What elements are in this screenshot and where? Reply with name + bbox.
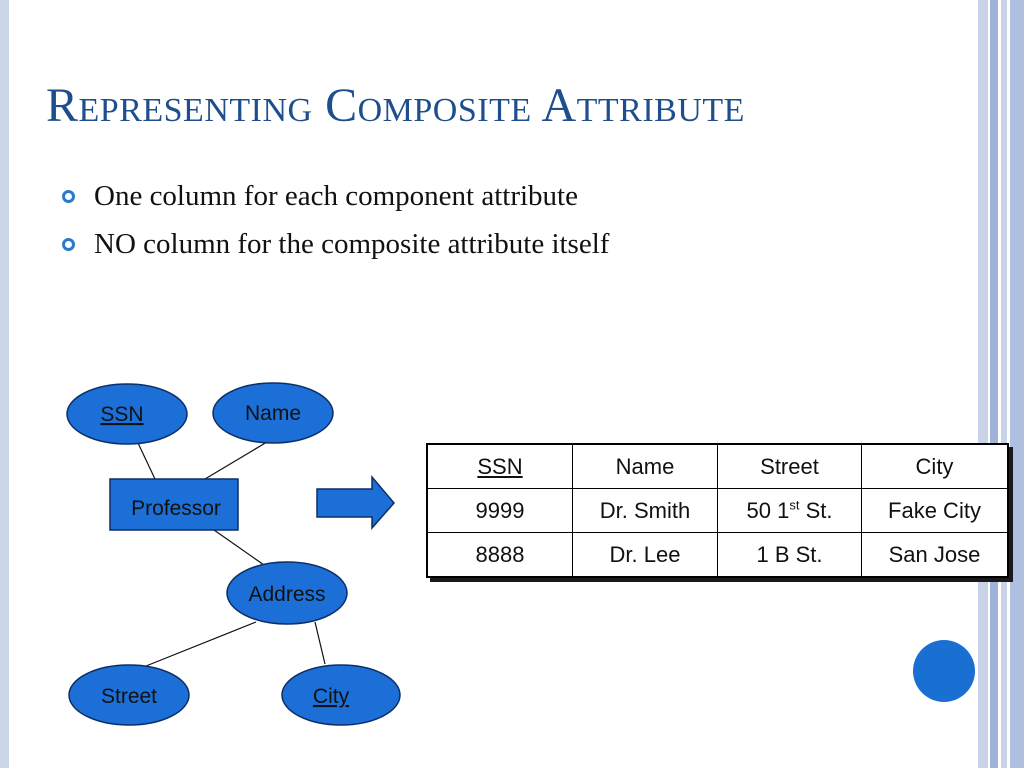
cell-name: Dr. Lee [572, 532, 718, 578]
table-header-row: SSN Name Street City [426, 443, 1009, 489]
right-decorative-band [978, 0, 988, 768]
cell-street: 1 B St. [717, 532, 862, 578]
er-attribute-city: City [281, 664, 401, 726]
column-header-street: Street [717, 443, 862, 489]
bullet-ring-icon [62, 190, 75, 203]
column-header-name: Name [572, 443, 718, 489]
er-attribute-address: Address [226, 561, 348, 625]
connector-name-professor [204, 441, 268, 480]
bullet-text: One column for each component attribute [94, 180, 578, 212]
table-row: 9999 Dr. Smith 50 1st St. Fake City [426, 488, 1009, 533]
cell-ssn: 8888 [426, 532, 573, 578]
bullet-list: One column for each component attribute … [62, 180, 609, 276]
right-arrow-icon [316, 474, 395, 530]
ordinal-suffix: st [789, 497, 800, 513]
right-decorative-band [1010, 0, 1024, 768]
relation-table: SSN Name Street City 9999 Dr. Smith 50 1… [426, 443, 1009, 578]
er-connectors [137, 441, 326, 667]
cell-ssn: 9999 [426, 488, 573, 533]
er-label-street: Street [101, 685, 157, 708]
slide-title: Representing Composite Attribute [46, 79, 745, 132]
cell-city: San Jose [861, 532, 1009, 578]
column-header-city: City [861, 443, 1009, 489]
er-label-ssn: SSN [100, 403, 143, 426]
connector-ssn-professor [137, 442, 156, 480]
street-number: 50 1 [746, 497, 790, 523]
er-label-professor: Professor [131, 497, 221, 520]
key-column-label: SSN [477, 453, 523, 479]
cell-city: Fake City [861, 488, 1009, 533]
right-decorative-band [990, 0, 998, 768]
er-attribute-name: Name [212, 382, 334, 444]
er-attribute-ssn: SSN [66, 383, 188, 445]
right-decorative-band [1001, 0, 1007, 768]
cell-street: 50 1st St. [717, 488, 862, 533]
decorative-circle [913, 640, 975, 702]
cell-name: Dr. Smith [572, 488, 718, 533]
er-label-name: Name [245, 402, 301, 425]
column-header-ssn: SSN [426, 443, 573, 489]
street-suffix: St. [799, 497, 833, 523]
er-attribute-street: Street [68, 664, 190, 726]
bullet-ring-icon [62, 238, 75, 251]
connector-address-street [145, 621, 257, 667]
er-label-address: Address [248, 583, 325, 606]
connector-address-city [314, 621, 326, 665]
bullet-text: NO column for the composite attribute it… [94, 228, 610, 260]
bullet-item: One column for each component attribute [62, 180, 609, 228]
bullet-item: NO column for the composite attribute it… [62, 228, 609, 276]
connector-professor-address [213, 529, 265, 566]
left-decorative-stripe [0, 0, 9, 768]
table-row: 8888 Dr. Lee 1 B St. San Jose [426, 532, 1009, 578]
er-label-city: City [313, 685, 350, 708]
er-entity-professor: Professor [109, 478, 239, 531]
